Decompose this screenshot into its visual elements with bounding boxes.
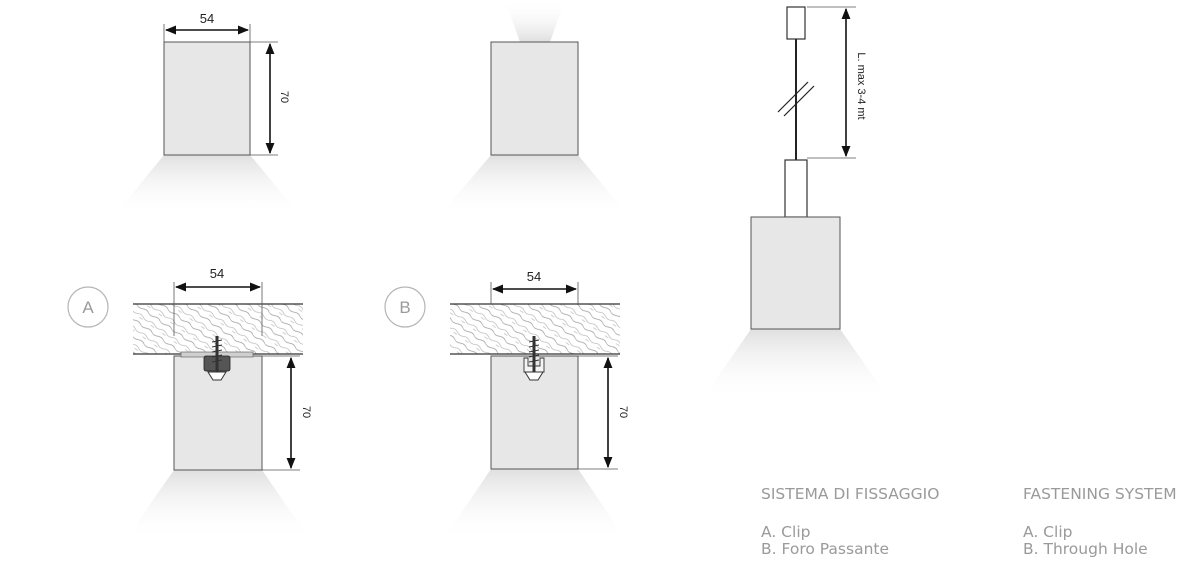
fixture-body [750, 216, 841, 330]
fixture-body [490, 41, 579, 156]
screw-icon [523, 336, 545, 381]
height-label: 70 [617, 406, 629, 418]
marker-circle-a [67, 286, 109, 328]
width-label: 54 [200, 11, 214, 26]
legend-english: FASTENING SYSTEM A. Clip B. Through Hole [1023, 486, 1177, 558]
stem [784, 159, 808, 218]
screw-icon [207, 336, 227, 381]
legend-item: B. Through Hole [1023, 540, 1148, 558]
legend-item: B. Foro Passante [761, 540, 890, 558]
legend-item: A. Clip [761, 523, 811, 541]
cable-break-mark [783, 85, 815, 117]
light-beam-down [443, 469, 626, 540]
marker-label-b: B [399, 298, 410, 317]
height-label: 70 [300, 406, 312, 418]
light-beam-down [115, 155, 300, 215]
marker-circle-b [384, 286, 426, 328]
fixture-top-left: 54 70 [115, 11, 300, 215]
length-label: L. max 3-4 mt [855, 52, 867, 119]
pendant-fixture: L. max 3-4 mt [702, 6, 890, 400]
fixture-body [163, 41, 251, 156]
ceiling-canopy [786, 6, 806, 40]
light-beam-up [505, 0, 565, 42]
width-label: 54 [527, 269, 541, 284]
legend-title: SISTEMA DI FISSAGGIO [761, 485, 940, 503]
variant-b-through-hole: B 54 70 [384, 269, 629, 540]
height-label: 70 [278, 91, 290, 103]
light-beam-down [440, 155, 628, 215]
legend-italian: SISTEMA DI FISSAGGIO A. Clip B. Foro Pas… [761, 486, 939, 558]
legend-item: A. Clip [1023, 523, 1073, 541]
variant-a-clip: A 54 70 [67, 266, 312, 540]
width-label: 54 [210, 266, 224, 281]
light-beam-down [125, 470, 310, 540]
light-beam-down [702, 329, 890, 400]
fixture-top-middle [440, 0, 628, 215]
cable-break-mark [777, 81, 809, 113]
marker-label-a: A [82, 298, 94, 317]
legend-title: FASTENING SYSTEM [1023, 485, 1177, 503]
